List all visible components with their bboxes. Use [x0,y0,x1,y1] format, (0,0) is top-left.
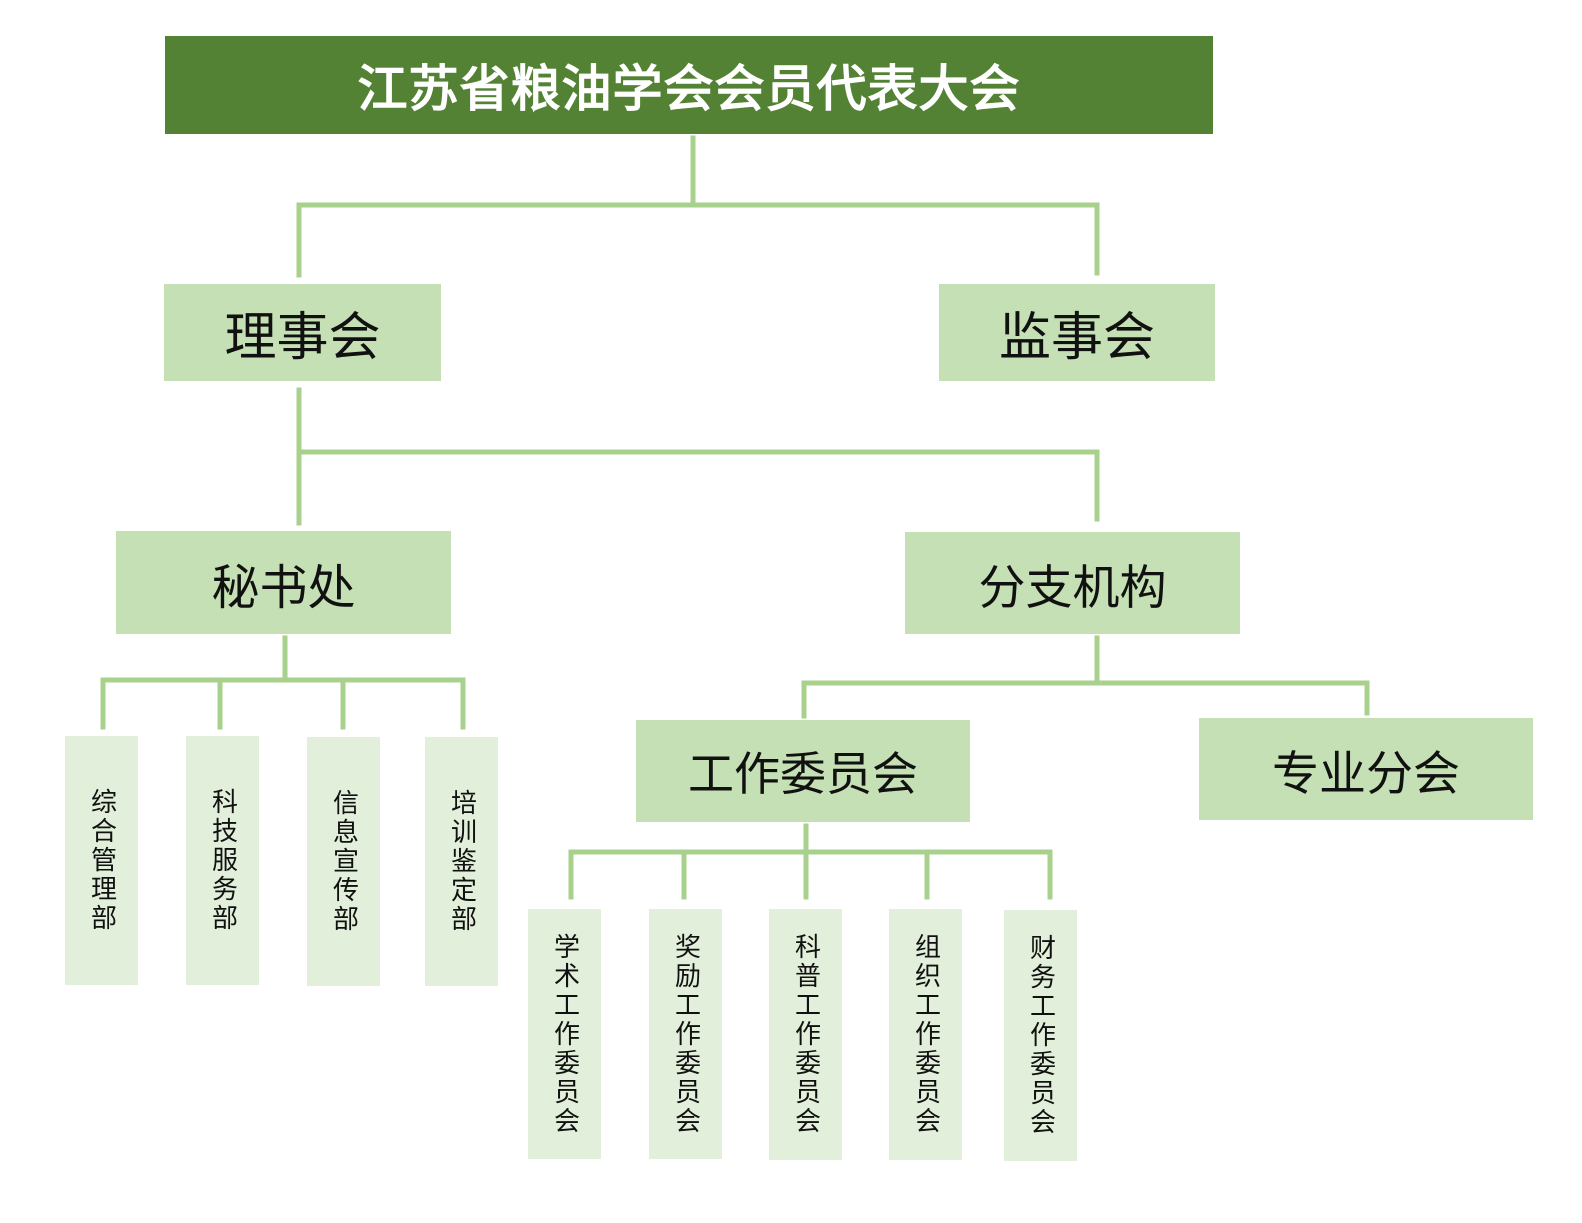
root-node: 江苏省粮油学会会员代表大会 [165,36,1213,134]
department-label: 综合管理部 [86,788,117,933]
committee-label: 奖励工作委员会 [670,932,701,1136]
committee-node: 学术工作委员会 [528,909,601,1159]
committee-node: 奖励工作委员会 [649,909,722,1159]
department-node: 培训鉴定部 [425,737,498,986]
secretariat-node: 秘书处 [116,531,451,634]
committee-label: 财务工作委员会 [1025,934,1056,1137]
work-committees-label: 工作委员会 [688,747,918,801]
work-committees-node: 工作委员会 [636,720,970,822]
committee-node: 组织工作委员会 [889,909,962,1160]
department-label: 科技服务部 [207,788,238,933]
department-node: 科技服务部 [186,736,259,985]
committee-label: 组织工作委员会 [910,933,941,1136]
department-node: 综合管理部 [65,736,138,985]
department-node: 信息宣传部 [307,737,380,986]
professional-branches-node: 专业分会 [1199,718,1533,820]
committee-node: 科普工作委员会 [769,909,842,1160]
department-label: 信息宣传部 [328,789,359,934]
supervisory-board-label: 监事会 [998,308,1155,368]
committee-label: 学术工作委员会 [549,932,580,1136]
committee-node: 财务工作委员会 [1004,910,1077,1161]
professional-branches-label: 专业分会 [1272,746,1460,802]
committee-label: 科普工作委员会 [790,933,821,1136]
branches-node: 分支机构 [905,532,1240,634]
department-label: 培训鉴定部 [446,789,477,934]
supervisory-board-node: 监事会 [939,284,1215,381]
root-label: 江苏省粮油学会会员代表大会 [357,60,1021,118]
board-label: 理事会 [224,308,381,368]
board-node: 理事会 [164,284,441,381]
branches-label: 分支机构 [978,560,1167,616]
secretariat-label: 秘书处 [211,559,356,616]
